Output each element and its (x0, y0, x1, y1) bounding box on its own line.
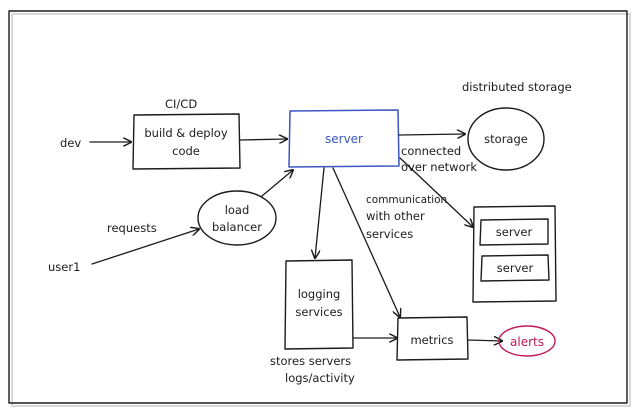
connected-label-line2: over network (401, 160, 477, 174)
server-group-item1-label: server (496, 225, 533, 239)
user-to-lb-arrow (91, 229, 199, 265)
build-deploy-label-line1: build & deploy (144, 126, 227, 140)
communication-label-line2: with other (366, 209, 425, 223)
server-to-storage-arrow (398, 134, 465, 135)
server-node: server (288, 109, 400, 168)
requests-label: requests (107, 221, 157, 235)
metrics-to-alerts-arrow (467, 340, 502, 341)
storage-node: storage (467, 107, 545, 171)
load-balancer-node: load balancer (197, 190, 277, 246)
server-to-logging-arrow (315, 167, 325, 258)
build-deploy-label-line2: code (172, 144, 200, 158)
lb-to-server-arrow (261, 170, 293, 197)
outer-frame (8, 10, 631, 407)
server-group-item2-label: server (497, 261, 534, 275)
dev-label: dev (60, 136, 81, 150)
connected-label-line1: connected (401, 144, 461, 158)
metrics-node: metrics (396, 316, 469, 361)
communication-label-line3: services (366, 227, 413, 241)
logging-services-node: logging services (284, 259, 354, 350)
build-deploy-node: build & deploy code (132, 113, 241, 170)
build-to-server-arrow (239, 139, 287, 140)
ci-cd-label: CI/CD (165, 97, 197, 111)
alerts-node: alerts (498, 325, 556, 357)
server-group-node: server server (472, 205, 557, 303)
alerts-label: alerts (510, 335, 544, 349)
user-label: user1 (48, 260, 80, 274)
server-to-metrics-arrow (332, 167, 400, 317)
distributed-storage-label: distributed storage (462, 80, 572, 94)
logging-label-line2: services (295, 305, 342, 319)
load-balancer-label-line2: balancer (212, 220, 262, 234)
server-to-group-arrow (399, 157, 473, 227)
stores-label-line2: logs/activity (285, 371, 355, 385)
load-balancer-label-line1: load (225, 203, 250, 217)
communication-label-line1: communication (366, 194, 447, 206)
stores-label-line1: stores servers (270, 354, 351, 368)
logging-label-line1: logging (298, 287, 341, 301)
metrics-label: metrics (410, 333, 453, 347)
server-label: server (325, 132, 363, 146)
storage-label: storage (484, 132, 528, 146)
